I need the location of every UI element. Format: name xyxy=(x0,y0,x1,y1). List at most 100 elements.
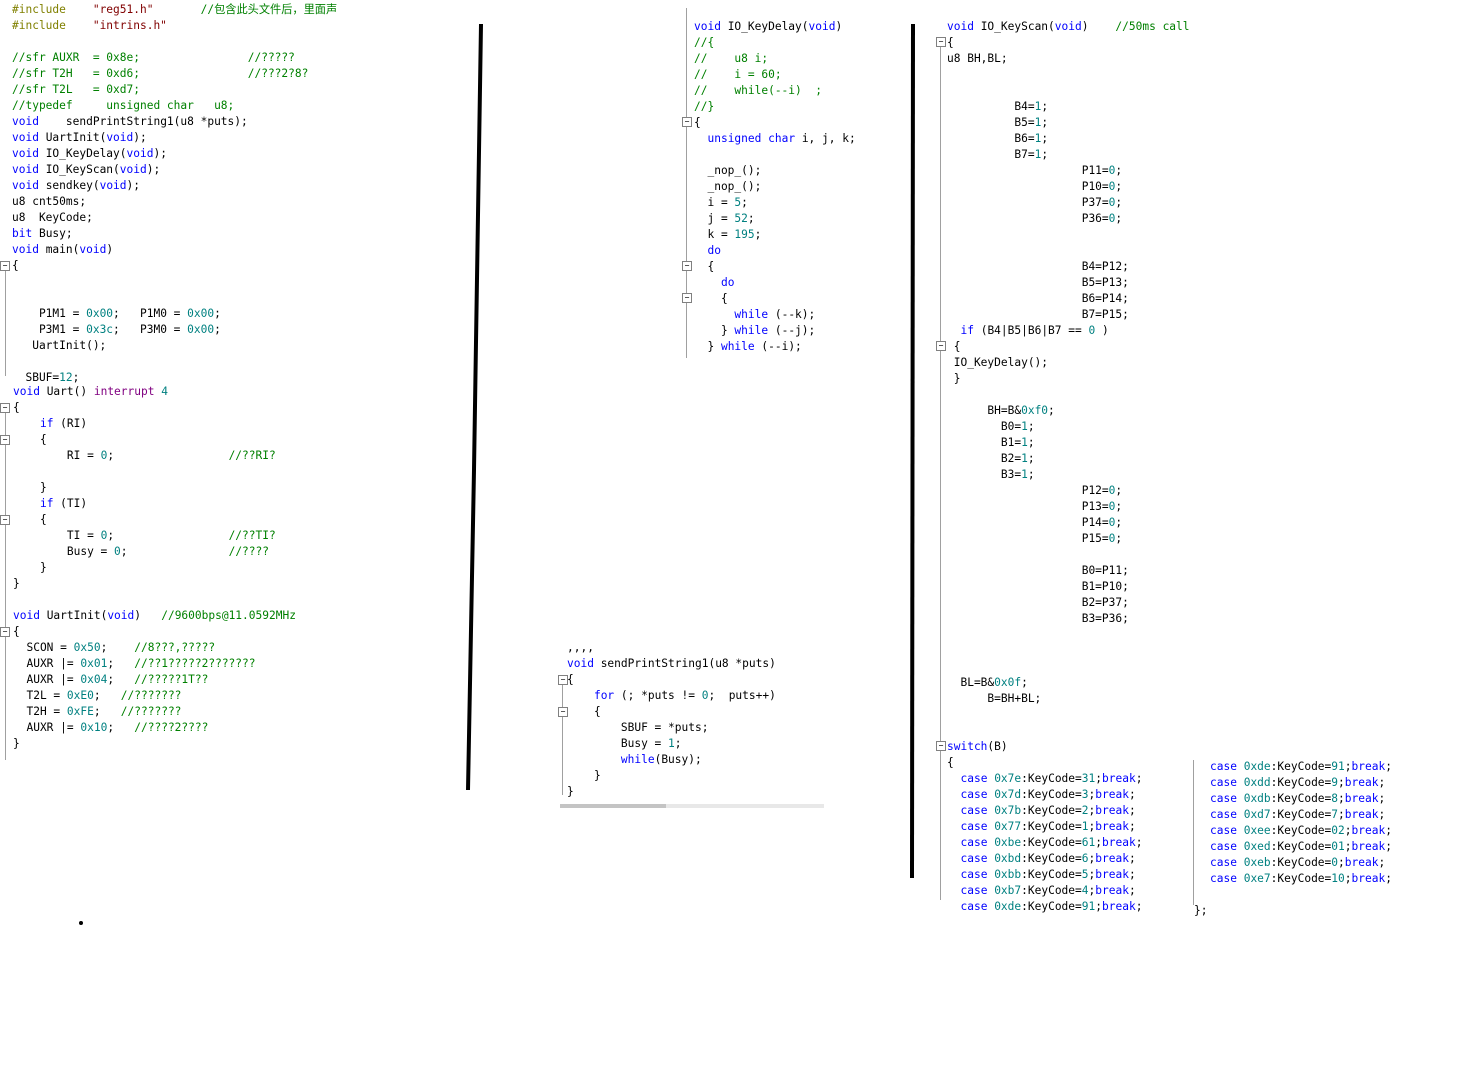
code-line: void IO_KeyScan(void); xyxy=(12,163,161,176)
code-line: B3=1; xyxy=(947,468,1035,481)
code-line: #include "intrins.h" xyxy=(12,19,167,32)
code-line: void IO_KeyScan(void) //50ms call xyxy=(947,20,1190,33)
code-line: do xyxy=(720,276,735,289)
code-line: void UartInit(void); xyxy=(12,131,147,144)
divider-right xyxy=(910,23,915,879)
code-line: } xyxy=(13,737,20,750)
code-line: B1=1; xyxy=(947,436,1035,449)
code-line: { xyxy=(947,756,954,769)
scrollbar-thumb[interactable] xyxy=(560,804,666,808)
horizontal-scrollbar[interactable] xyxy=(560,804,824,808)
code-line: } xyxy=(947,372,961,385)
fold-toggle-delay[interactable]: − xyxy=(682,117,692,127)
code-panel-cases-extra[interactable]: }; case 0xde:KeyCode=91;break;case 0xdd:… xyxy=(1194,759,1450,929)
code-line: //sfr T2H = 0xd6; //???2?8? xyxy=(12,67,309,80)
code-line: if (RI) xyxy=(39,417,88,430)
fold-toggle-do-inner[interactable]: − xyxy=(682,293,692,303)
fold-toggle-do-outer[interactable]: − xyxy=(682,261,692,271)
code-line: TI = 0; //??TI? xyxy=(13,529,276,542)
fold-guide-send xyxy=(562,675,563,795)
code-line: { xyxy=(694,260,715,273)
code-line: IO_KeyDelay(); xyxy=(947,356,1049,369)
fold-toggle-switch[interactable]: − xyxy=(936,741,946,751)
code-panel-keyscan[interactable]: void IO_KeyScan(void) //50ms call { u8 BH,… xyxy=(947,19,1197,913)
code-line: j = 52; xyxy=(694,212,755,225)
code-line: while(Busy); xyxy=(620,753,702,766)
code-line: while (--k); xyxy=(734,308,816,321)
code-line: B6=1; xyxy=(947,132,1049,145)
code-panel-keydelay[interactable]: void IO_KeyDelay(void)//{// u8 i;// i = … xyxy=(694,19,904,359)
code-line: void sendkey(void); xyxy=(12,179,141,192)
fold-guide-main xyxy=(5,266,6,376)
code-line: void Uart() interrupt 4 xyxy=(13,385,168,398)
code-line: case 0xde:KeyCode=91;break; xyxy=(1210,760,1392,773)
code-line: _nop_(); xyxy=(694,164,762,177)
fold-toggle-main[interactable]: − xyxy=(0,261,10,271)
code-line: switch(B) xyxy=(947,740,1008,753)
code-line: B0=1; xyxy=(947,420,1035,433)
code-panel-main[interactable]: #include "reg51.h" //包含此头文件后，里面声#include… xyxy=(12,2,472,384)
code-line: do xyxy=(707,244,721,257)
code-line: case 0x7e:KeyCode=31;break; xyxy=(960,772,1143,785)
code-line: ,,,, xyxy=(567,641,594,654)
code-line: B=BH+BL; xyxy=(947,692,1042,705)
code-line: P11=0; xyxy=(947,164,1123,177)
code-line: i = 5; xyxy=(694,196,748,209)
code-line: B3=P36; xyxy=(947,612,1129,625)
code-line: Busy = 0; //???? xyxy=(13,545,269,558)
code-line: } xyxy=(567,785,574,798)
code-panel-sendprintstring[interactable]: ,,,,void sendPrintString1(u8 *puts){ for… xyxy=(567,640,827,810)
code-line: SCON = 0x50; //8???,????? xyxy=(13,641,216,654)
fold-toggle-if-keys[interactable]: − xyxy=(936,341,946,351)
code-line: // i = 60; xyxy=(694,68,782,81)
code-line: void UartInit(void) //9600bps@11.0592MHz xyxy=(13,609,296,622)
code-line: B1=P10; xyxy=(947,580,1129,593)
fold-toggle-if-ri[interactable]: − xyxy=(0,435,10,445)
code-line: P37=0; xyxy=(947,196,1123,209)
code-line: BL=B&0x0f; xyxy=(947,676,1028,689)
code-line: P10=0; xyxy=(947,180,1123,193)
code-line: case 0x7b:KeyCode=2;break; xyxy=(960,804,1136,817)
code-line: } xyxy=(13,577,20,590)
code-line: { xyxy=(947,36,954,49)
code-line: // u8 i; xyxy=(694,52,769,65)
code-line: case 0xeb:KeyCode=0;break; xyxy=(1210,856,1386,869)
code-line: { xyxy=(947,340,961,353)
code-line: } xyxy=(13,481,47,494)
stray-dot xyxy=(79,921,83,925)
code-line: } while (--j); xyxy=(694,324,816,337)
code-line: AUXR |= 0x01; //??1?????2??????? xyxy=(13,657,256,670)
fold-toggle-for[interactable]: − xyxy=(558,707,568,717)
fold-toggle-send[interactable]: − xyxy=(558,675,568,685)
code-line: _nop_(); xyxy=(694,180,762,193)
code-line: k = 195; xyxy=(694,228,762,241)
code-line: case 0xe7:KeyCode=10;break; xyxy=(1210,872,1392,885)
fold-guide-cases xyxy=(1193,760,1194,905)
code-line: case 0xde:KeyCode=91;break; xyxy=(960,900,1143,913)
code-line: Busy = 1; xyxy=(567,737,682,750)
code-line: B4=1; xyxy=(947,100,1049,113)
code-line: SBUF=12; xyxy=(12,371,80,384)
code-line: if (B4|B5|B6|B7 == 0 ) xyxy=(960,324,1109,337)
code-line: u8 BH,BL; xyxy=(947,52,1008,65)
code-line: case 0xbb:KeyCode=5;break; xyxy=(960,868,1136,881)
code-line: B5=P13; xyxy=(947,276,1129,289)
code-line: UartInit(); xyxy=(12,339,107,352)
fold-toggle-uartinit[interactable]: − xyxy=(0,627,10,637)
fold-toggle-scan[interactable]: − xyxy=(936,37,946,47)
code-line: case 0xed:KeyCode=01;break; xyxy=(1210,840,1392,853)
fold-toggle-uart[interactable]: − xyxy=(0,403,10,413)
code-line: P14=0; xyxy=(947,516,1123,529)
code-line: B6=P14; xyxy=(947,292,1129,305)
code-line: SBUF = *puts; xyxy=(567,721,709,734)
code-line: // while(--i) ; xyxy=(694,84,822,97)
fold-guide-uart xyxy=(5,405,6,760)
code-line: void sendPrintString1(u8 *puts); xyxy=(12,115,248,128)
code-line: { xyxy=(694,116,701,129)
code-panel-uart[interactable]: void Uart() interrupt 4{ if (RI) { RI = … xyxy=(13,384,463,754)
fold-toggle-if-ti[interactable]: − xyxy=(0,515,10,525)
code-line: P12=0; xyxy=(947,484,1123,497)
code-line: u8 KeyCode; xyxy=(12,211,93,224)
code-line: P1M1 = 0x00; P1M0 = 0x00; xyxy=(12,307,221,320)
code-line: for (; *puts != 0; puts++) xyxy=(593,689,776,702)
